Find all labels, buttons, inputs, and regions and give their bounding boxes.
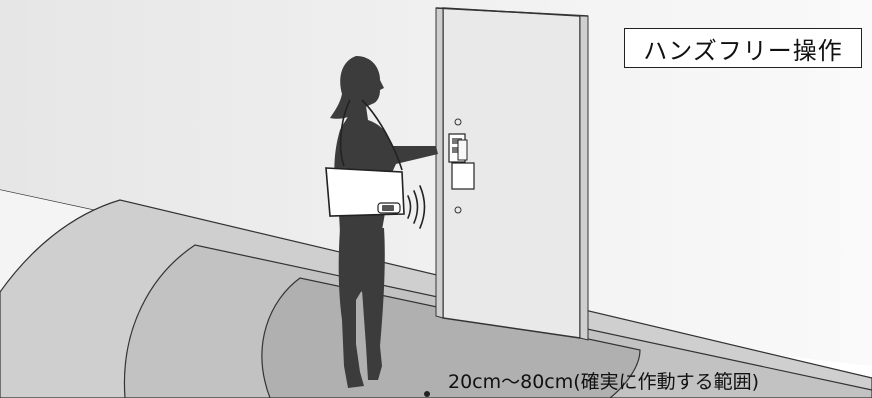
key-fob-icon	[378, 203, 400, 213]
title-text: ハンズフリー操作	[643, 31, 843, 66]
range-pointer-dot	[424, 391, 430, 397]
range-label: 20cm〜80cm(確実に作動する範囲)	[448, 366, 868, 394]
range-label-text: 20cm〜80cm(確実に作動する範囲)	[448, 367, 759, 394]
title-box: ハンズフリー操作	[624, 28, 862, 68]
